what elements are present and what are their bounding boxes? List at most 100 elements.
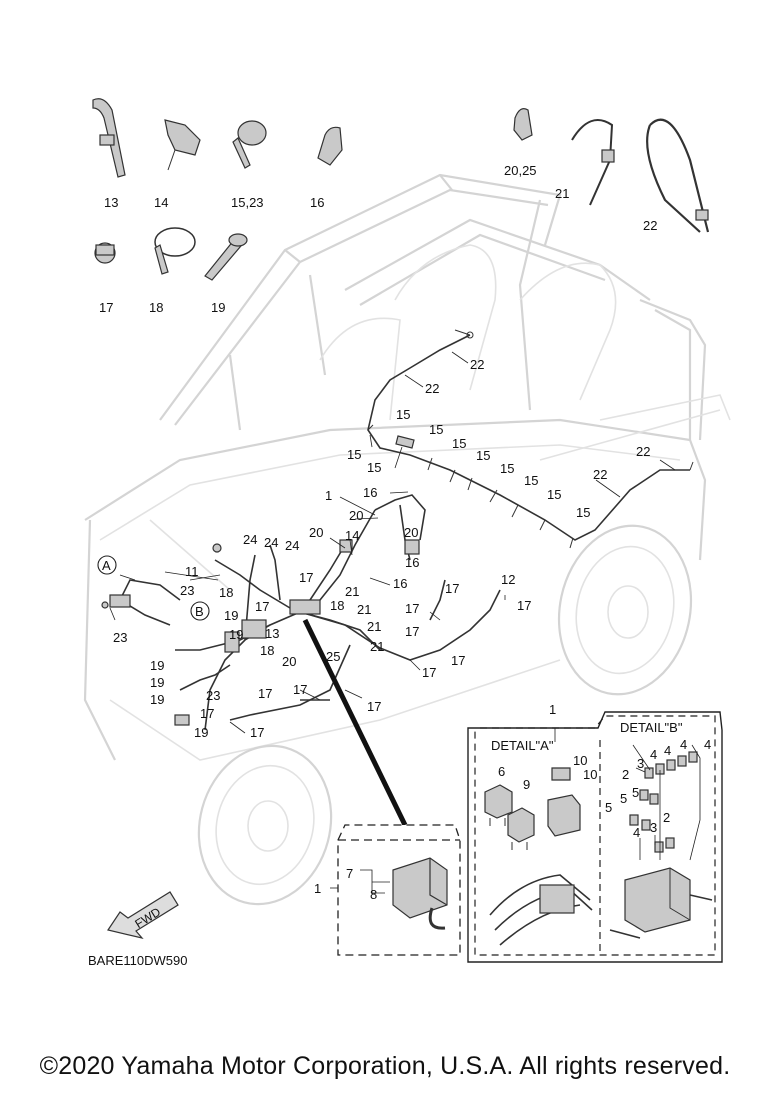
callout-24-c: 24 (285, 538, 299, 553)
callout-2-b: 2 (663, 810, 670, 825)
fuse-10-icon (547, 767, 581, 837)
part-19-band-icon (204, 233, 248, 281)
relay-box-icon (392, 857, 448, 930)
part-13-cable-tie-icon (92, 98, 126, 178)
detail-b-marker-label: B (195, 604, 204, 619)
callout-22-a: 22 (470, 357, 484, 372)
callout-15-f: 15 (367, 460, 381, 475)
callout-20-a: 20 (349, 508, 363, 523)
callout-17-k: 17 (405, 601, 419, 616)
part-14-clip-icon (164, 119, 201, 171)
callout-17-h: 17 (422, 665, 436, 680)
relay-6-icon (484, 784, 513, 826)
callout-1-c: 1 (549, 702, 556, 717)
callout-4-b: 4 (680, 737, 687, 752)
callout-17-a: 17 (299, 570, 313, 585)
callout-17-m: 17 (517, 598, 531, 613)
callout-1-a: 1 (325, 488, 332, 503)
detail-a-title: DETAIL"A" (491, 738, 554, 753)
callout-25: 25 (326, 649, 340, 664)
callout-21-top: 21 (555, 186, 569, 201)
callout-16-c: 16 (393, 576, 407, 591)
callout-11: 11 (185, 564, 199, 579)
detail-a-marker (97, 555, 117, 575)
callout-5-b: 5 (620, 791, 627, 806)
callout-21-a: 21 (345, 584, 359, 599)
callout-20-b: 20 (404, 525, 418, 540)
callout-15-i: 15 (547, 487, 561, 502)
callout-17-d: 17 (200, 706, 214, 721)
detail-b-marker (190, 601, 210, 621)
fwd-arrow-icon: FWD (107, 891, 179, 940)
callout-20-25: 20,25 (504, 163, 537, 178)
callout-13: 13 (104, 195, 118, 210)
callout-labels: 13 14 15,23 16 20,25 21 22 17 18 19 22 2… (88, 163, 711, 968)
callout-24-a: 24 (243, 532, 257, 547)
callout-21-d: 21 (370, 639, 384, 654)
callout-8: 8 (370, 887, 377, 902)
callout-10-b: 10 (583, 767, 597, 782)
callout-4-c: 4 (664, 743, 671, 758)
callout-21-b: 21 (357, 602, 371, 617)
callout-20-d: 20 (282, 654, 296, 669)
leader-lines (109, 351, 701, 861)
callout-15-g: 15 (500, 461, 514, 476)
callout-5-a: 5 (632, 785, 639, 800)
callout-4-d: 4 (650, 747, 657, 762)
callout-5-c: 5 (605, 800, 612, 815)
callout-17-g: 17 (367, 699, 381, 714)
callout-22-c: 22 (636, 444, 650, 459)
callout-17-l: 17 (405, 624, 419, 639)
callout-9: 9 (523, 777, 530, 792)
detail-inset (467, 711, 723, 963)
part-21-cable-tie-icon (571, 119, 615, 206)
part-15-23-band-icon (232, 120, 267, 169)
callout-6: 6 (498, 764, 505, 779)
callout-16: 16 (310, 195, 324, 210)
callout-16-b: 16 (405, 555, 419, 570)
part-17-holder-icon (94, 242, 116, 264)
callout-15-23: 15,23 (231, 195, 264, 210)
callout-17-c: 17 (258, 686, 272, 701)
callout-23-b: 23 (113, 630, 127, 645)
callout-17-i: 17 (451, 653, 465, 668)
callout-17-j: 17 (445, 581, 459, 596)
fuse-box-icon (624, 867, 691, 933)
callout-19-b: 19 (229, 627, 243, 642)
callout-4-e: 4 (633, 825, 640, 840)
callout-15-d: 15 (452, 436, 466, 451)
callout-20-c: 20 (309, 525, 323, 540)
callout-19-c: 19 (150, 658, 164, 673)
callout-3-a: 3 (637, 756, 644, 771)
callout-1-b: 1 (314, 881, 321, 896)
callout-21-c: 21 (367, 619, 381, 634)
callout-17-f: 17 (293, 682, 307, 697)
callout-19-a: 19 (224, 608, 238, 623)
detail-b-title: DETAIL"B" (620, 720, 683, 735)
callout-19-top: 19 (211, 300, 225, 315)
rear-wheel (557, 524, 693, 696)
detail-pointer-line (302, 618, 408, 827)
callout-13-a: 13 (265, 626, 279, 641)
callout-10-a: 10 (573, 753, 587, 768)
part-18-cable-tie-icon (154, 227, 196, 275)
callout-14-a: 14 (345, 528, 359, 543)
relay-inset (330, 824, 461, 956)
callout-17-b: 17 (255, 599, 269, 614)
callout-15-h: 15 (524, 473, 538, 488)
callout-15-a: 15 (396, 407, 410, 422)
callout-22-d: 22 (593, 467, 607, 482)
copyright-footer: ©2020 Yamaha Motor Corporation, U.S.A. A… (39, 1052, 731, 1080)
callout-22-b: 22 (425, 381, 439, 396)
callout-17-e: 17 (250, 725, 264, 740)
callout-19-d: 19 (150, 675, 164, 690)
callout-17-top: 17 (99, 300, 113, 315)
callout-23-a: 23 (180, 583, 194, 598)
callout-19-e: 19 (150, 692, 164, 707)
callout-18-a: 18 (219, 585, 233, 600)
vehicle-frame-outline (83, 173, 731, 761)
callout-18-top: 18 (149, 300, 163, 315)
callout-15-j: 15 (576, 505, 590, 520)
callout-15-e: 15 (476, 448, 490, 463)
